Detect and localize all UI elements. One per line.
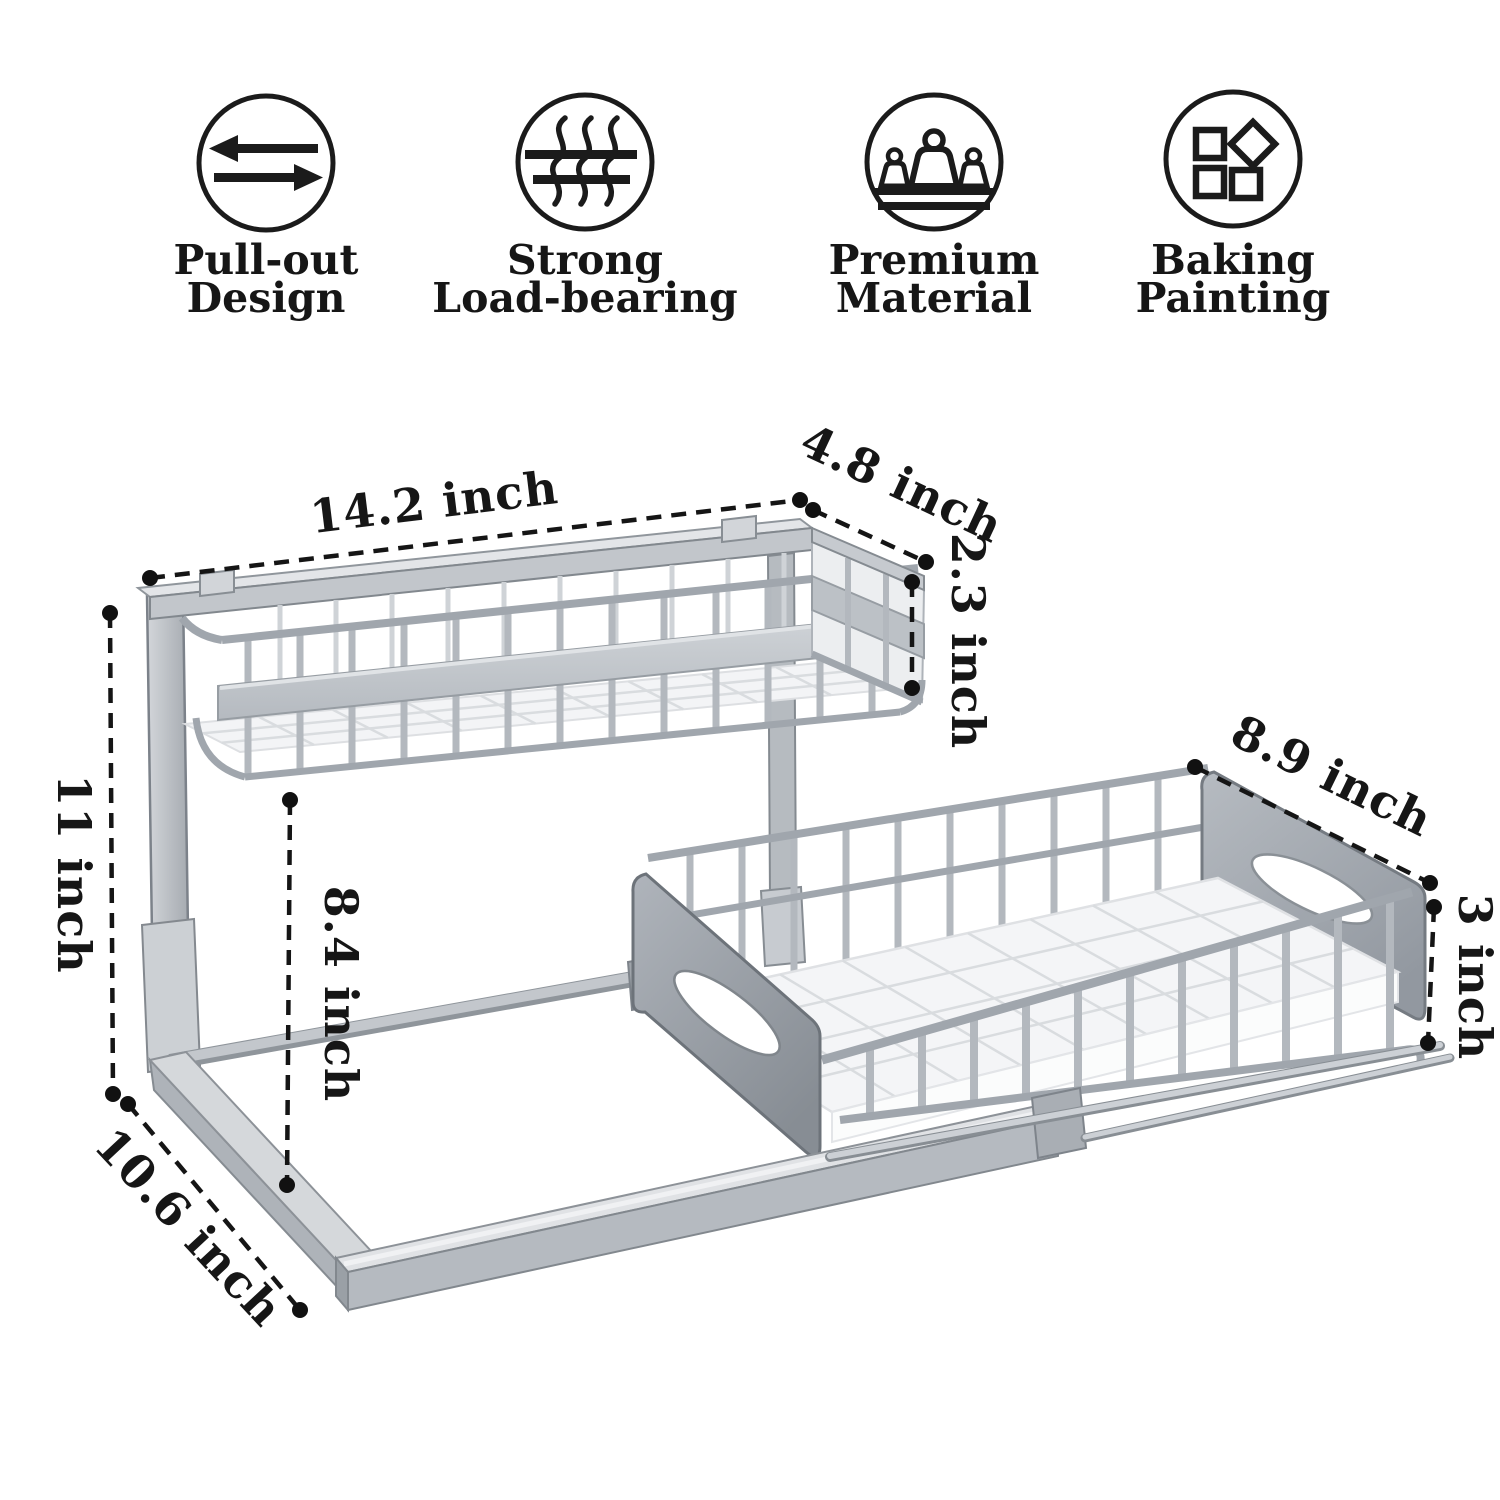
feature-label: Strong: [507, 236, 663, 284]
dim-label-top-height: 2.3 inch: [941, 533, 995, 749]
feature-label: Design: [187, 274, 346, 322]
left-post: [140, 590, 202, 1074]
dim-frame-height: 11 inch: [47, 605, 121, 1102]
left-panel-handle-cutout: [673, 969, 781, 1057]
feature-row: Pull-out Design Strong Load-bearing: [174, 89, 1331, 322]
dim-label-bottom-height: 3 inch: [1448, 894, 1500, 1060]
weights-glyph: [874, 128, 994, 210]
dim-bottom-basket-height: 3 inch: [1420, 894, 1500, 1060]
feature-label: Baking: [1151, 236, 1315, 284]
dim-top-basket-height: 2.3 inch: [904, 533, 995, 749]
pull-out-arrows-glyph: [209, 135, 323, 191]
top-basket-right-end: [810, 526, 926, 716]
dim-label-frame-height: 11 inch: [47, 774, 101, 973]
top-basket-top-rim: [221, 564, 919, 644]
base-front-rail: [334, 1086, 1088, 1313]
bottom-basket-front-rail: [820, 887, 1414, 1065]
organizer-rendering: [135, 514, 1455, 1313]
feature-label: Pull-out: [174, 236, 359, 284]
mount-clip: [721, 514, 757, 544]
feature-label: Load-bearing: [432, 274, 737, 322]
feature-pull-out-design: Pull-out Design: [174, 93, 359, 322]
shapes-glyph: [1192, 117, 1280, 202]
pull-out-arrows-icon: [196, 93, 336, 233]
dim-label-tier-clearance: 8.4 inch: [314, 886, 368, 1102]
base-back-rail: [168, 952, 678, 1070]
load-bearing-glyph: [525, 115, 637, 207]
dim-tier-clearance: 8.4 inch: [279, 792, 368, 1193]
feature-premium-material: Premium Material: [829, 92, 1040, 322]
bottom-basket-left-panel: [631, 872, 822, 1159]
baking-painting-shapes-icon: [1163, 89, 1303, 229]
premium-material-weights-icon: [864, 92, 1004, 232]
feature-baking-painting: Baking Painting: [1136, 89, 1331, 322]
feature-label: Material: [836, 274, 1032, 322]
slide-rail-bracket: [1030, 1086, 1088, 1160]
feature-strong-load-bearing: Strong Load-bearing: [432, 92, 738, 322]
bottom-basket-back-rail: [647, 764, 1209, 862]
pull-out-slide-rails: [825, 1041, 1455, 1162]
top-basket: [135, 514, 926, 781]
mount-clip: [199, 568, 235, 598]
top-basket-bottom-rim: [244, 708, 901, 781]
right-panel-handle-cutout: [1250, 853, 1374, 925]
feature-label: Premium: [829, 236, 1040, 284]
feature-label: Painting: [1136, 274, 1331, 322]
load-bearing-icon: [515, 92, 655, 232]
